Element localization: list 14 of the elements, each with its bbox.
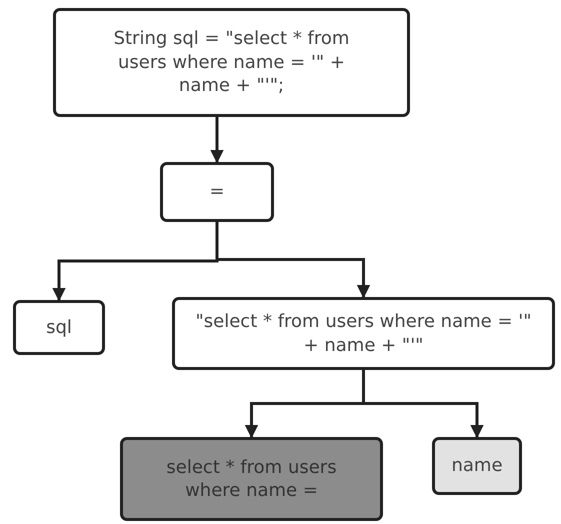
process-box	[120, 437, 383, 521]
node-text: name	[451, 454, 503, 478]
node-text: String sql = "select * from users where name = '" + name + "'";	[112, 27, 350, 98]
process-box	[432, 437, 522, 495]
arrow	[210, 117, 224, 164]
node-text: =	[209, 180, 225, 204]
process-box	[172, 297, 555, 370]
node-text: select * from users where name =	[165, 456, 338, 502]
arrow	[216, 222, 370, 298]
node-text: sql	[46, 316, 72, 340]
process-box	[53, 8, 410, 117]
process-box	[13, 300, 105, 355]
process-box	[160, 162, 274, 222]
node-text: "select * from users where name = '" + name + "'"	[194, 310, 532, 357]
